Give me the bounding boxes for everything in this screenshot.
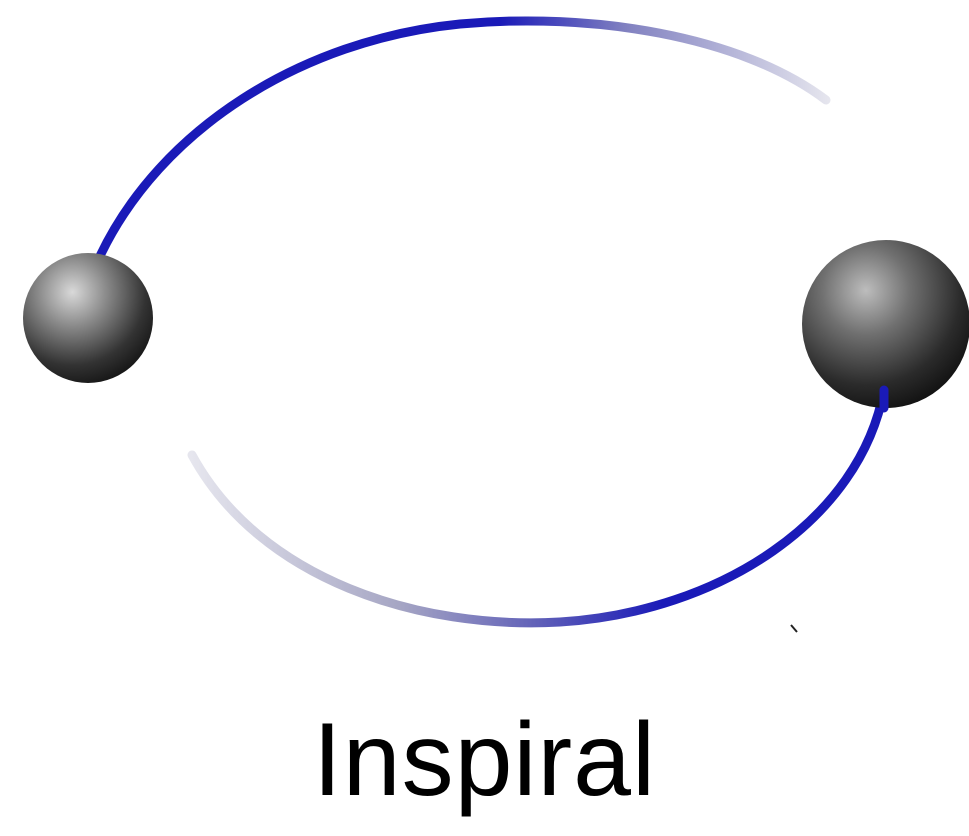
small-mark — [790, 624, 798, 633]
lower-orbit-trail — [187, 385, 889, 628]
diagram-caption: Inspiral — [312, 702, 657, 818]
larger-mass — [802, 240, 969, 408]
smaller-mass — [23, 253, 153, 383]
orbit-scene — [23, 16, 969, 633]
upper-orbit-trail — [95, 16, 831, 261]
